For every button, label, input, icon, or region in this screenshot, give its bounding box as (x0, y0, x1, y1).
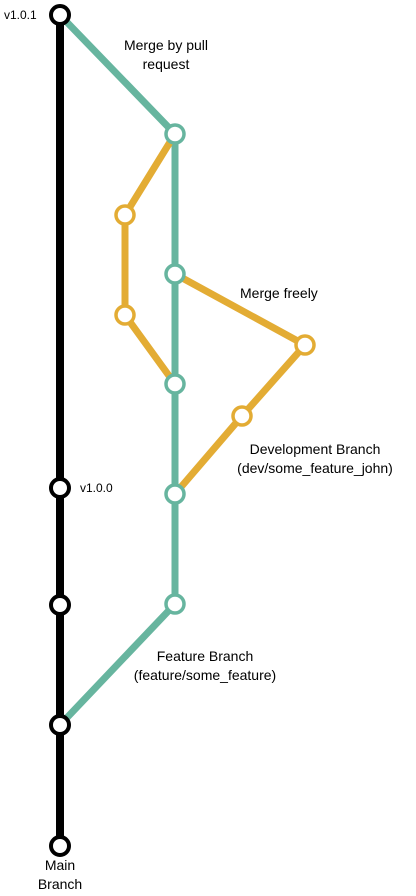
merge-freely-label: Merge freely (240, 285, 318, 301)
commit-node-feature (164, 373, 186, 395)
merge-pull-request-label-line1: Merge by pull (124, 37, 208, 53)
commit-node-feature (164, 593, 186, 615)
feature-branch-label-line1: Feature Branch (157, 648, 254, 664)
commit-node-main-branch-point (49, 714, 71, 736)
feature-branch-nodes (164, 123, 186, 615)
version-label-previous: v1.0.0 (80, 481, 113, 495)
commit-node-dev (231, 405, 253, 427)
development-branch-lines (121, 130, 309, 498)
merge-pull-request-label-line2: request (143, 56, 190, 72)
commit-node-dev (114, 304, 136, 326)
main-branch-label-line2: Branch (38, 876, 82, 892)
commit-node-main (49, 594, 71, 616)
commit-node-dev (294, 334, 316, 356)
commit-node-feature (164, 123, 186, 145)
commit-node-feature (164, 483, 186, 505)
commit-node-feature (164, 263, 186, 285)
development-branch-label-line1: Development Branch (250, 441, 381, 457)
commit-node-dev (114, 204, 136, 226)
version-label-latest: v1.0.1 (4, 8, 37, 22)
feature-branch-label-line2: (feature/some_feature) (134, 667, 276, 683)
development-branch-nodes (114, 204, 316, 427)
main-branch-nodes (49, 4, 71, 857)
commit-node-main-v101 (49, 4, 71, 26)
commit-node-main-root (49, 835, 71, 857)
development-branch-label-line2: (dev/some_feature_john) (237, 460, 393, 476)
feature-branch-lines (56, 11, 179, 729)
commit-node-main-v100 (49, 477, 71, 499)
main-branch-label-line1: Main (45, 857, 75, 873)
